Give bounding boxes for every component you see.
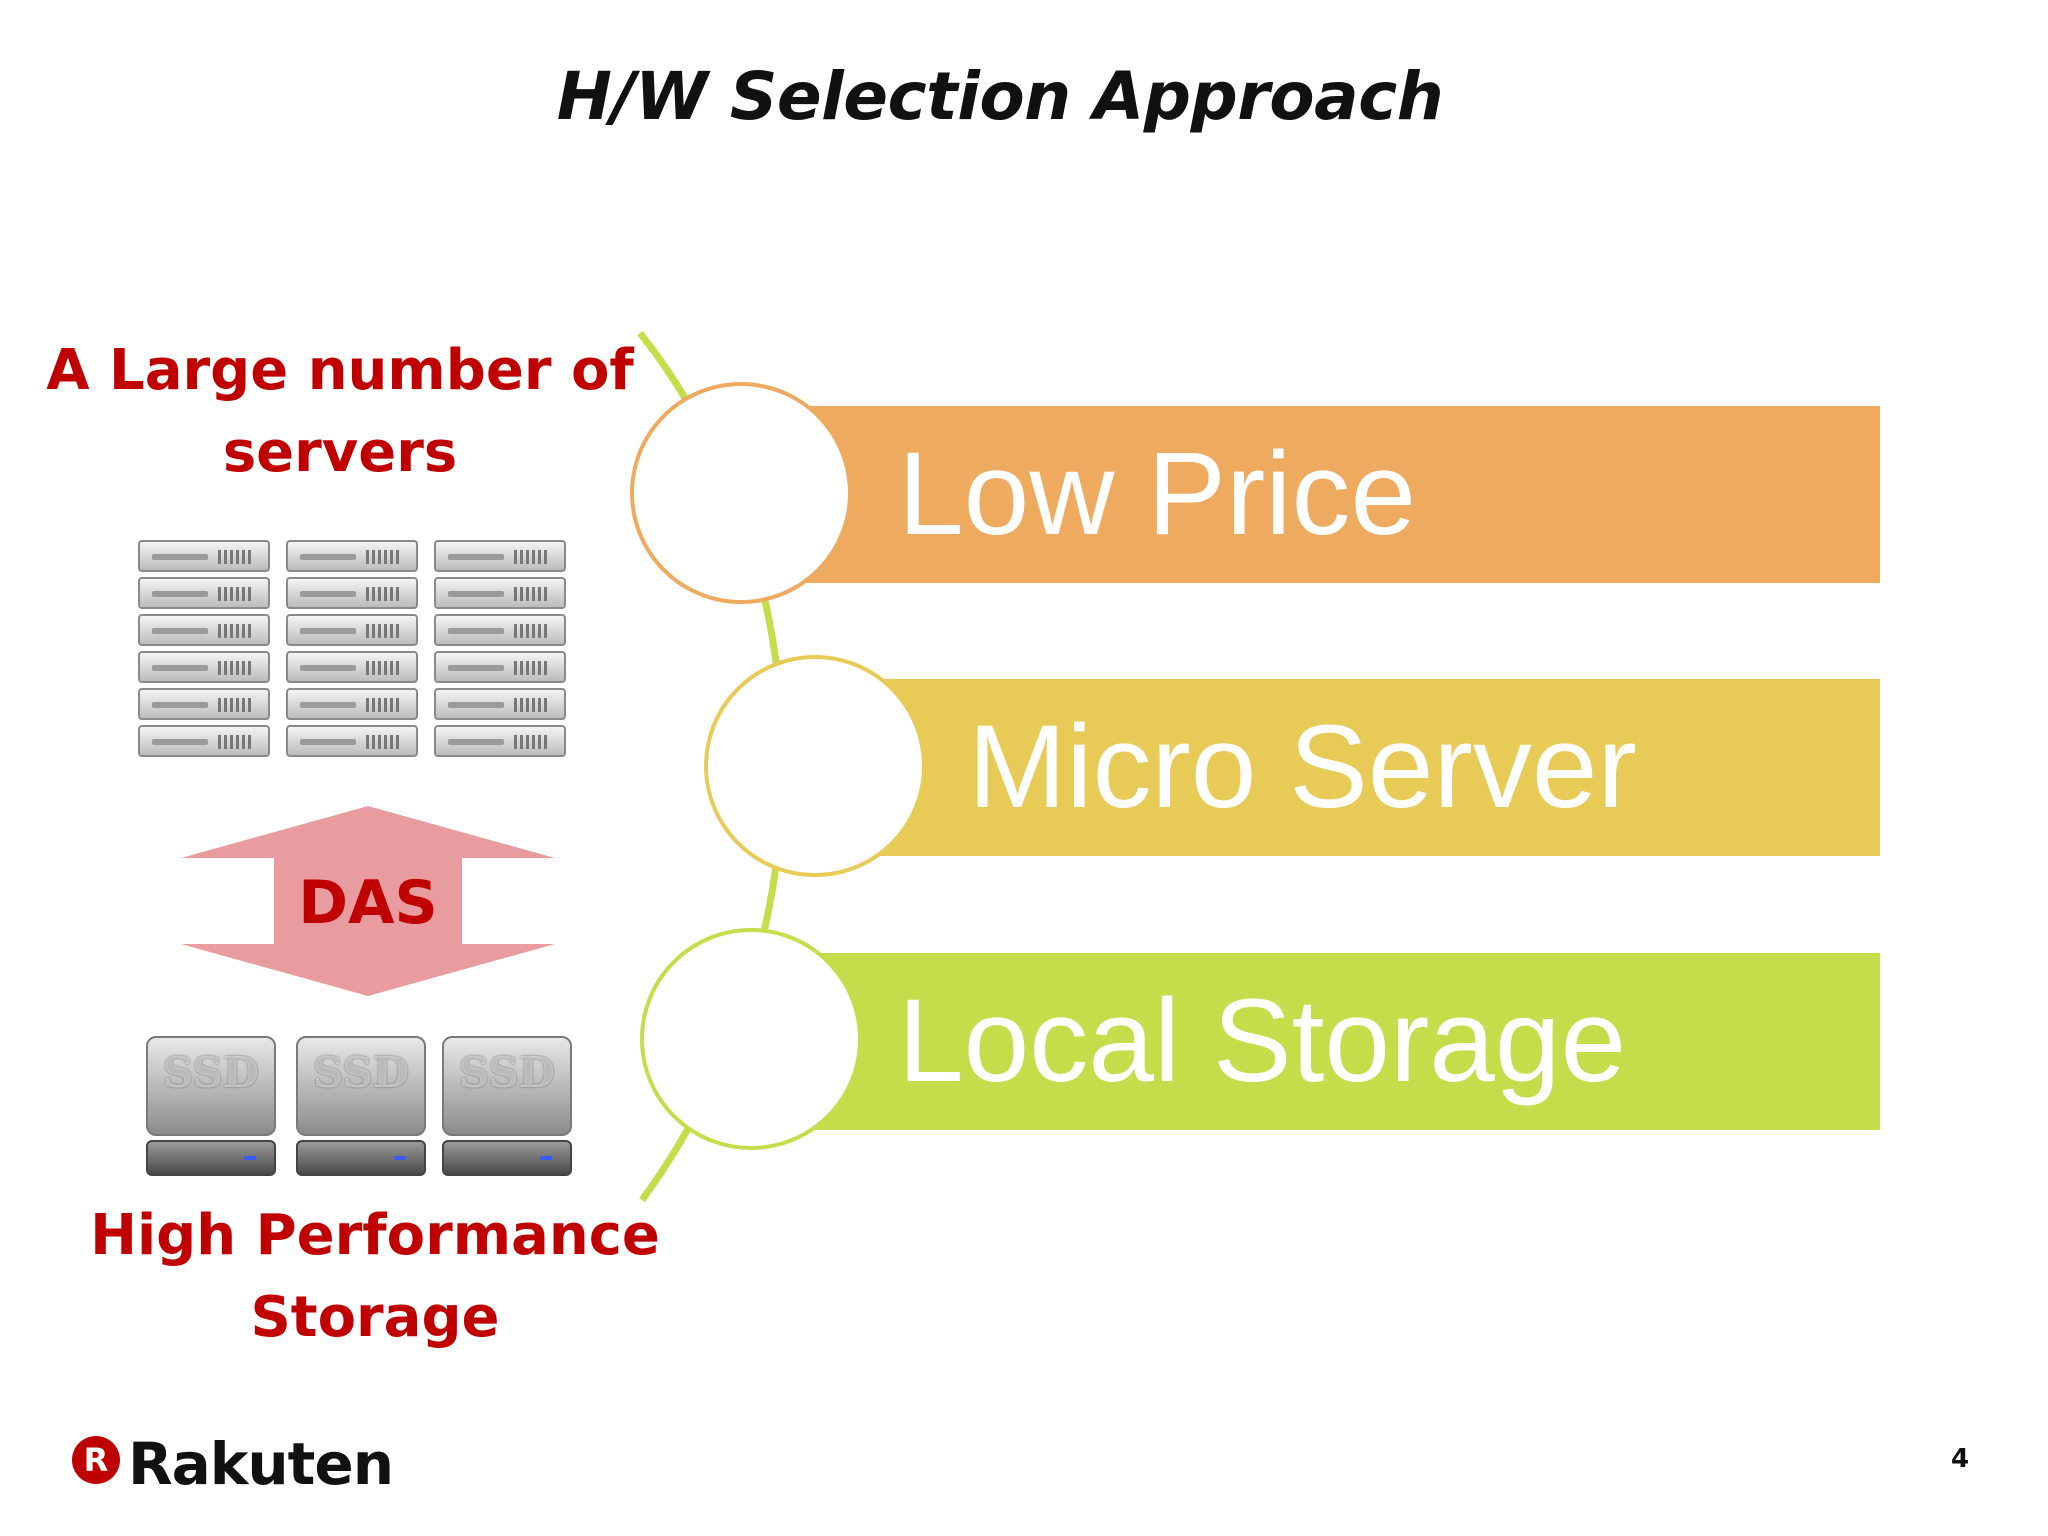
slide-title: H/W Selection Approach <box>556 58 1444 135</box>
server-unit <box>138 577 270 609</box>
ssd-drive-icon: SSD <box>442 1036 572 1136</box>
server-unit <box>434 725 566 757</box>
servers-caption-line2: servers <box>222 420 458 485</box>
micro-server-bar: Micro Server <box>860 679 1880 856</box>
local-storage-label: Local Storage <box>898 975 1627 1107</box>
server-unit <box>286 540 418 572</box>
server-unit <box>434 540 566 572</box>
local-storage-bar: Local Storage <box>790 953 1880 1130</box>
server-unit <box>434 688 566 720</box>
servers-caption: A Large number of servers <box>30 330 650 494</box>
logo-text: Rakuten <box>128 1430 394 1498</box>
local-storage-circle <box>640 928 862 1150</box>
storage-caption-line2: Storage <box>250 1285 500 1350</box>
low-price-circle <box>630 382 852 604</box>
servers-caption-line1: A Large number of <box>46 338 634 403</box>
server-unit <box>434 614 566 646</box>
server-unit <box>138 651 270 683</box>
ssd-drive-icon: SSD <box>146 1036 276 1136</box>
server-unit <box>138 614 270 646</box>
logo-mark-icon: R <box>72 1436 120 1484</box>
ssd-drive-base <box>442 1140 572 1176</box>
server-unit <box>286 651 418 683</box>
storage-caption: High Performance Storage <box>80 1195 670 1359</box>
ssd-drive-base <box>146 1140 276 1176</box>
page-number: 4 <box>1950 1444 1970 1474</box>
das-label: DAS <box>298 868 438 938</box>
server-unit <box>286 688 418 720</box>
server-unit <box>138 540 270 572</box>
server-unit <box>286 725 418 757</box>
server-unit <box>138 688 270 720</box>
server-unit <box>286 614 418 646</box>
server-unit <box>286 577 418 609</box>
ssd-drive-icon: SSD <box>296 1036 426 1136</box>
ssd-drive-base <box>296 1140 426 1176</box>
server-unit <box>434 651 566 683</box>
low-price-bar: Low Price <box>790 406 1880 583</box>
low-price-label: Low Price <box>898 428 1417 560</box>
server-unit <box>434 577 566 609</box>
server-unit <box>138 725 270 757</box>
micro-server-label: Micro Server <box>968 701 1637 833</box>
micro-server-circle <box>704 655 926 877</box>
storage-caption-line1: High Performance <box>90 1203 660 1268</box>
